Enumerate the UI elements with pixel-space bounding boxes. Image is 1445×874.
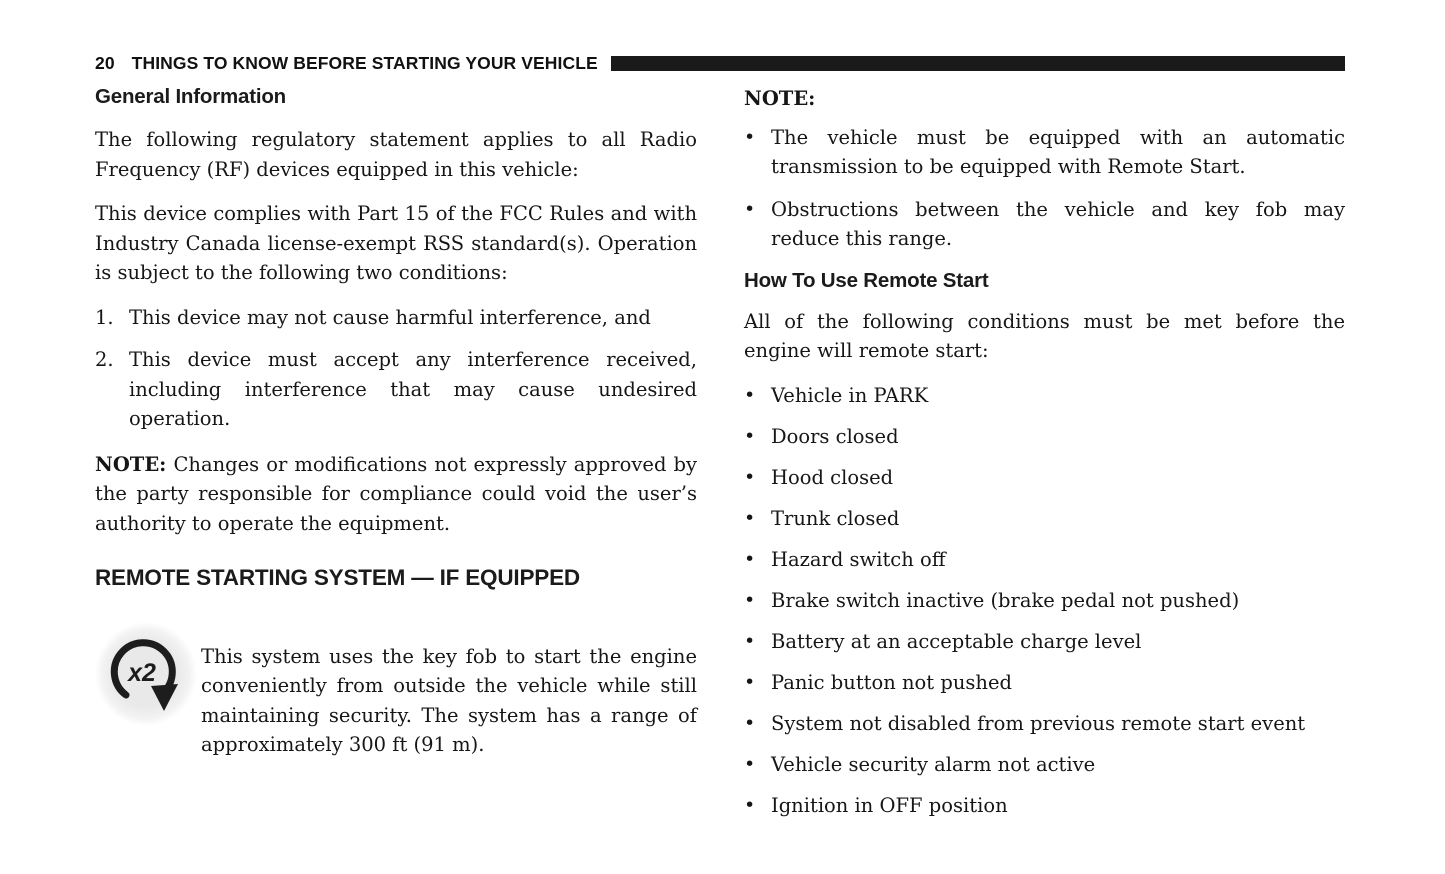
- list-item-number: 1.: [95, 305, 114, 329]
- condition-text: Ignition in OFF position: [771, 793, 1008, 817]
- page-header: 20 THINGS TO KNOW BEFORE STARTING YOUR V…: [95, 49, 1345, 79]
- note-label: NOTE:: [95, 452, 167, 476]
- condition-bullet-item: • Brake switch inactive (brake pedal not…: [744, 586, 1345, 616]
- bullet-icon: •: [744, 424, 756, 447]
- condition-text: Vehicle security alarm not active: [771, 752, 1096, 776]
- note-heading: NOTE:: [744, 87, 816, 110]
- note-bullet-list: • The vehicle must be equipped with an a…: [744, 123, 1345, 254]
- condition-text: System not disabled from previous remote…: [771, 711, 1306, 735]
- fcc-paragraph: This device complies with Part 15 of the…: [95, 202, 697, 284]
- condition-bullet-item: • Doors closed: [744, 422, 1345, 452]
- bullet-icon: •: [744, 465, 756, 488]
- condition-bullet-item: • Vehicle security alarm not active: [744, 750, 1345, 780]
- list-item-number: 2.: [95, 348, 114, 371]
- condition-text: Doors closed: [771, 424, 899, 448]
- condition-bullet-item: • Battery at an acceptable charge level: [744, 627, 1345, 657]
- condition-bullet-item: • Panic button not pushed: [744, 668, 1345, 698]
- condition-bullet-item: • Hood closed: [744, 463, 1345, 493]
- condition-bullet-item: • Trunk closed: [744, 504, 1345, 534]
- condition-text: Battery at an acceptable charge level: [771, 629, 1142, 653]
- bullet-icon: •: [744, 547, 756, 570]
- remote-starting-system-heading: REMOTE STARTING SYSTEM — IF EQUIPPED: [95, 565, 580, 590]
- condition-text: Hood closed: [771, 465, 894, 489]
- compliance-note-paragraph: NOTE: Changes or modifications not expre…: [95, 450, 697, 539]
- numbered-list-item: 1. This device may not cause harmful int…: [95, 303, 697, 333]
- bullet-icon: •: [744, 629, 756, 652]
- condition-bullet-item: • System not disabled from previous remo…: [744, 709, 1345, 739]
- bullet-icon: •: [744, 670, 756, 693]
- how-to-use-remote-start-heading: How To Use Remote Start: [744, 268, 989, 292]
- icon-x2-label: x2: [126, 659, 156, 687]
- general-information-heading: General Information: [95, 85, 286, 108]
- condition-bullet-item: • Ignition in OFF position: [744, 791, 1345, 821]
- note-text: Changes or modifications not expressly a…: [95, 452, 697, 535]
- bullet-text: The vehicle must be equipped with an aut…: [771, 125, 1345, 179]
- regulatory-paragraph: The following regulatory statement appli…: [95, 128, 697, 181]
- left-column: General Information The following regula…: [95, 84, 697, 779]
- remote-start-block: x2 This system uses the key fob to start…: [95, 622, 697, 779]
- bullet-icon: •: [744, 383, 756, 406]
- conditions-intro-paragraph: All of the following conditions must be …: [744, 309, 1345, 363]
- chapter-title: THINGS TO KNOW BEFORE STARTING YOUR VEHI…: [131, 53, 598, 73]
- page-number: 20: [95, 53, 115, 73]
- remote-start-paragraph: This system uses the key fob to start th…: [201, 644, 697, 757]
- bullet-icon: •: [744, 793, 756, 816]
- bullet-icon: •: [744, 752, 756, 775]
- bullet-icon: •: [744, 506, 756, 529]
- key-fob-x2-circular-arrow-icon: x2: [95, 622, 197, 726]
- bullet-text: Obstructions between the vehicle and key…: [771, 197, 1345, 251]
- conditions-bullet-list: • Vehicle in PARK • Doors closed • Hood …: [744, 381, 1345, 821]
- condition-bullet-item: • Hazard switch off: [744, 545, 1345, 575]
- bullet-icon: •: [744, 125, 756, 148]
- numbered-list-item: 2. This device must accept any interfere…: [95, 345, 697, 434]
- condition-text: Trunk closed: [771, 506, 900, 530]
- condition-bullet-item: • Vehicle in PARK: [744, 381, 1345, 411]
- note-bullet-item: • Obstructions between the vehicle and k…: [744, 195, 1345, 254]
- condition-text: Hazard switch off: [771, 547, 946, 571]
- bullet-icon: •: [744, 711, 756, 734]
- header-rule-bar: [610, 56, 1345, 72]
- condition-text: Brake switch inactive (brake pedal not p…: [771, 588, 1240, 612]
- fcc-numbered-list: 1. This device may not cause harmful int…: [95, 303, 697, 434]
- condition-text: Vehicle in PARK: [771, 383, 929, 407]
- bullet-icon: •: [744, 197, 756, 220]
- right-column: NOTE: • The vehicle must be equipped wit…: [744, 84, 1345, 832]
- bullet-icon: •: [744, 588, 756, 611]
- note-bullet-item: • The vehicle must be equipped with an a…: [744, 123, 1345, 182]
- condition-text: Panic button not pushed: [771, 670, 1012, 694]
- list-item-text: This device must accept any interference…: [129, 348, 697, 430]
- list-item-text: This device may not cause harmful interf…: [129, 305, 651, 329]
